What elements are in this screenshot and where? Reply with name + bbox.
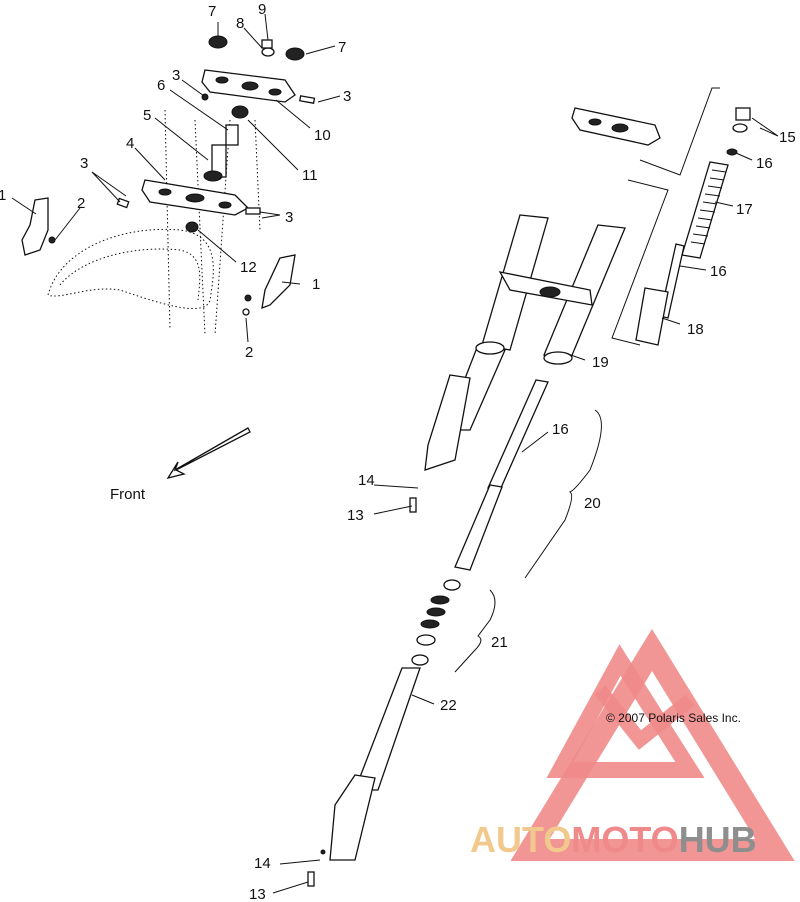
callout-9: 9 xyxy=(258,1,266,18)
fork-guards xyxy=(21,197,296,316)
callout-5: 5 xyxy=(143,107,151,124)
callout-17: 17 xyxy=(736,201,753,218)
callout-18: 18 xyxy=(687,321,704,338)
brand-part-auto: AUTO xyxy=(470,819,571,860)
brand-part-hub: HUB xyxy=(679,819,757,860)
callout-3d: 3 xyxy=(343,88,351,105)
copyright-text: © 2007 Polaris Sales Inc. xyxy=(606,711,741,725)
group-brackets xyxy=(454,409,602,673)
upper-triple-clamp xyxy=(201,69,296,103)
callout-22: 22 xyxy=(440,697,457,714)
callout-16c: 16 xyxy=(552,421,569,438)
callout-10: 10 xyxy=(314,127,331,144)
callout-1b: 1 xyxy=(312,276,320,293)
callout-15: 15 xyxy=(779,129,796,146)
callout-4: 4 xyxy=(126,135,134,152)
lower-triple-clamp xyxy=(141,179,250,216)
brand-part-moto: MOTO xyxy=(571,819,678,860)
callout-19: 19 xyxy=(592,354,609,371)
callout-6: 6 xyxy=(157,77,165,94)
callout-20: 20 xyxy=(584,495,601,512)
damper-rod xyxy=(411,379,549,666)
callout-2b: 2 xyxy=(245,344,253,361)
steering-stem xyxy=(203,105,249,182)
callout-2a: 2 xyxy=(77,195,85,212)
callout-8: 8 xyxy=(236,15,244,32)
front-label: Front xyxy=(110,486,146,503)
middle-fork-assembly xyxy=(424,214,626,471)
spring-set xyxy=(571,87,751,346)
callout-13a: 13 xyxy=(347,507,364,524)
callout-7b: 7 xyxy=(338,39,346,56)
callout-13b: 13 xyxy=(249,886,266,902)
callout-16b: 16 xyxy=(710,263,727,280)
callout-3b: 3 xyxy=(285,209,293,226)
ghost-frame-outline xyxy=(47,109,261,336)
callout-21: 21 xyxy=(491,634,508,651)
callout-1a: 1 xyxy=(0,187,6,204)
lower-fork-leg xyxy=(307,497,421,887)
callout-3a: 3 xyxy=(80,155,88,172)
callout-11: 11 xyxy=(302,167,318,184)
callout-7a: 7 xyxy=(208,3,216,20)
fork-caps xyxy=(208,35,305,61)
callout-14b: 14 xyxy=(254,855,271,872)
callout-3c: 3 xyxy=(172,67,180,84)
callout-14a: 14 xyxy=(358,472,375,489)
watermark-logo xyxy=(510,628,795,861)
callout-16a: 16 xyxy=(756,155,773,172)
part-12 xyxy=(185,221,199,233)
watermark-brand: AUTOMOTOHUB xyxy=(470,819,757,860)
callout-12: 12 xyxy=(240,259,257,276)
front-arrow xyxy=(166,427,251,480)
leader-lines xyxy=(11,13,779,894)
